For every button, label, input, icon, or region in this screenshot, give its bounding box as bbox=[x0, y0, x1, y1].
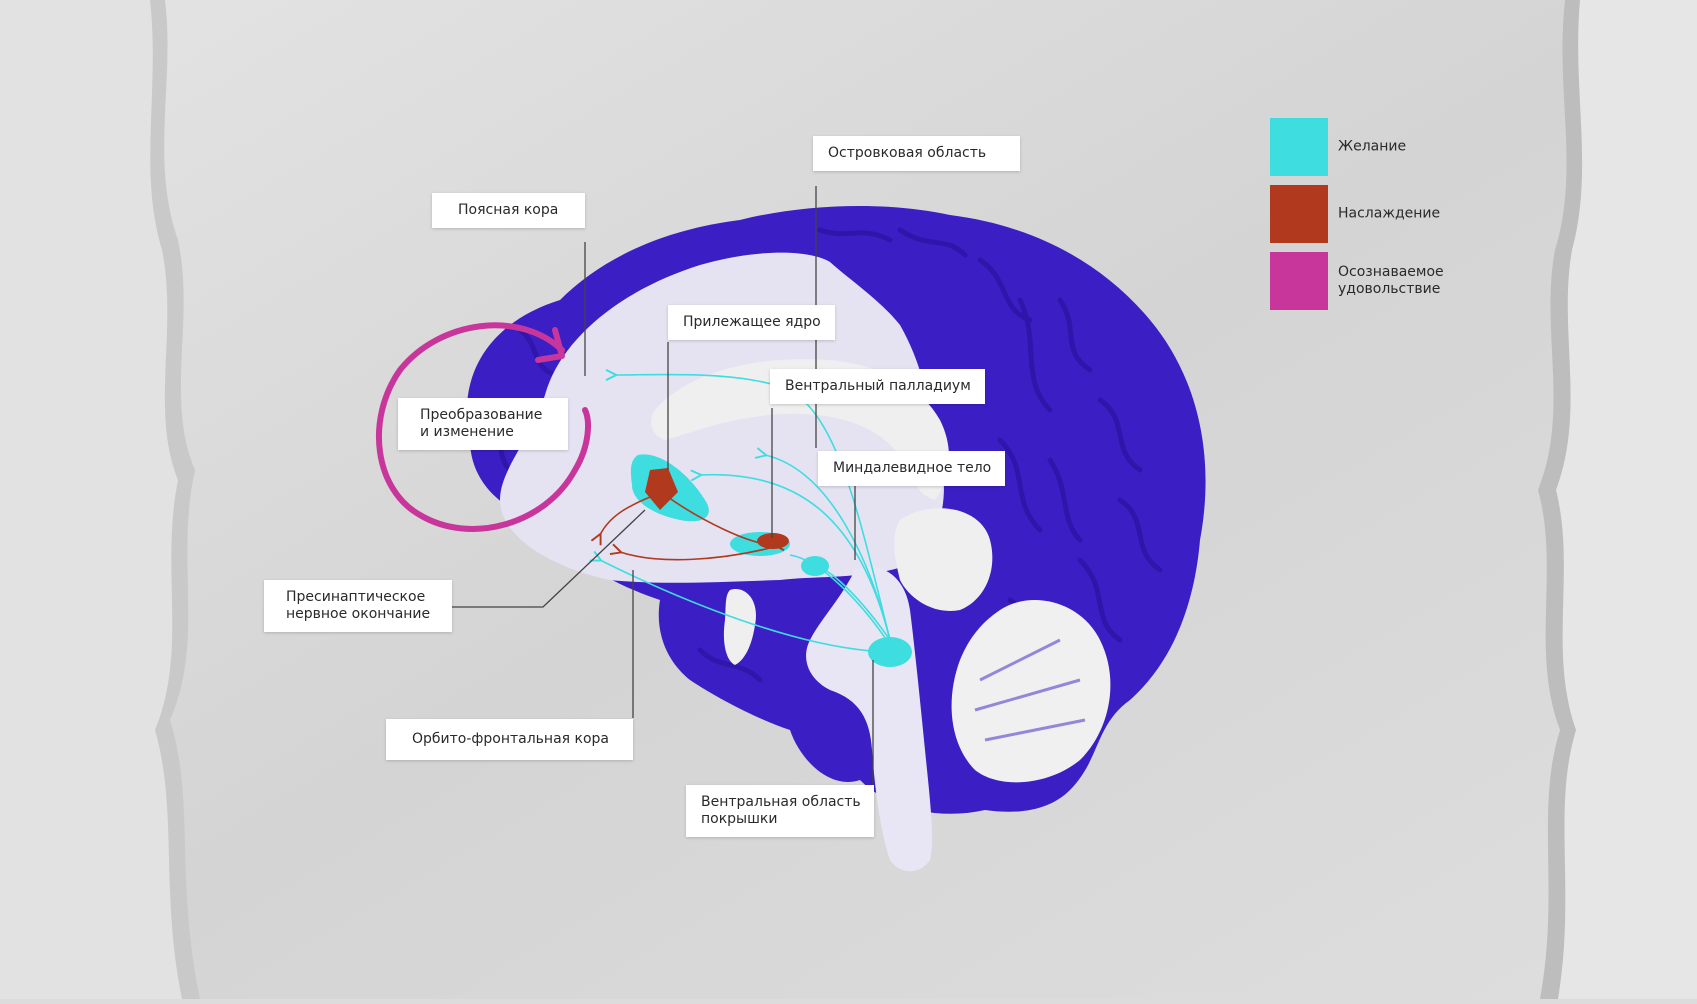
leader-lines bbox=[452, 186, 874, 793]
pallidum-hotspot bbox=[757, 533, 789, 549]
legend-conscious-line2: удовольствие bbox=[1338, 281, 1441, 297]
legend-conscious-line1: Осознаваемое bbox=[1338, 264, 1444, 280]
legend-label-desire: Желание bbox=[1338, 139, 1406, 156]
conscious-pleasure-cycle bbox=[376, 322, 591, 532]
right-paper-strip bbox=[1556, 0, 1697, 999]
label-presynaptic-line1: Пресинаптическое bbox=[286, 589, 426, 605]
hypothalamus bbox=[723, 589, 756, 665]
cycle-arrowhead bbox=[535, 327, 565, 363]
label-pallidum: Вентральный палладиум bbox=[770, 369, 985, 404]
label-presynaptic-line2: нервное окончание bbox=[286, 606, 431, 622]
label-transform-line1: Преобразование bbox=[420, 407, 543, 423]
legend-pleasure-text: Наслаждение bbox=[1338, 205, 1441, 222]
label-vta-line1: Вентральная область bbox=[701, 794, 861, 810]
thalamus bbox=[894, 508, 993, 611]
label-cingulate: Поясная кора bbox=[432, 193, 585, 228]
label-orbitofrontal-text: Орбито-фронтальная кора bbox=[412, 731, 610, 747]
label-insular-text: Островковая область bbox=[828, 145, 987, 161]
label-transform-line2: и изменение bbox=[420, 424, 514, 440]
legend-swatch-pleasure bbox=[1270, 185, 1328, 243]
legend-label-pleasure: Наслаждение bbox=[1338, 206, 1440, 223]
legend-label-conscious-pleasure: Осознаваемое удовольствие bbox=[1338, 264, 1444, 298]
label-presynaptic: Пресинаптическое нервное окончание bbox=[264, 580, 452, 632]
legend-swatch-desire bbox=[1270, 118, 1328, 176]
left-paper-strip bbox=[0, 0, 182, 999]
legend-desire-text: Желание bbox=[1338, 138, 1407, 155]
label-accumbens: Прилежащее ядро bbox=[668, 305, 835, 340]
label-cingulate-text: Поясная кора bbox=[458, 202, 559, 218]
cerebellum bbox=[951, 600, 1111, 783]
label-insular: Островковая область bbox=[813, 136, 1020, 171]
label-transform: Преобразование и изменение bbox=[398, 398, 568, 450]
legend-swatch-conscious-pleasure bbox=[1270, 252, 1328, 310]
accumbens-hotspot bbox=[645, 468, 678, 510]
cerebellum-folds bbox=[974, 638, 1086, 742]
label-vta-line2: покрышки bbox=[701, 811, 778, 827]
label-accumbens-text: Прилежащее ядро bbox=[683, 314, 821, 330]
label-amygdala-text: Миндалевидное тело bbox=[833, 460, 992, 476]
label-orbitofrontal: Орбито-фронтальная кора bbox=[386, 719, 633, 760]
pleasure-pathways bbox=[600, 494, 775, 561]
label-pallidum-text: Вентральный палладиум bbox=[785, 378, 971, 394]
label-amygdala: Миндалевидное тело bbox=[818, 451, 1005, 486]
label-vta: Вентральная область покрышки bbox=[686, 785, 874, 837]
